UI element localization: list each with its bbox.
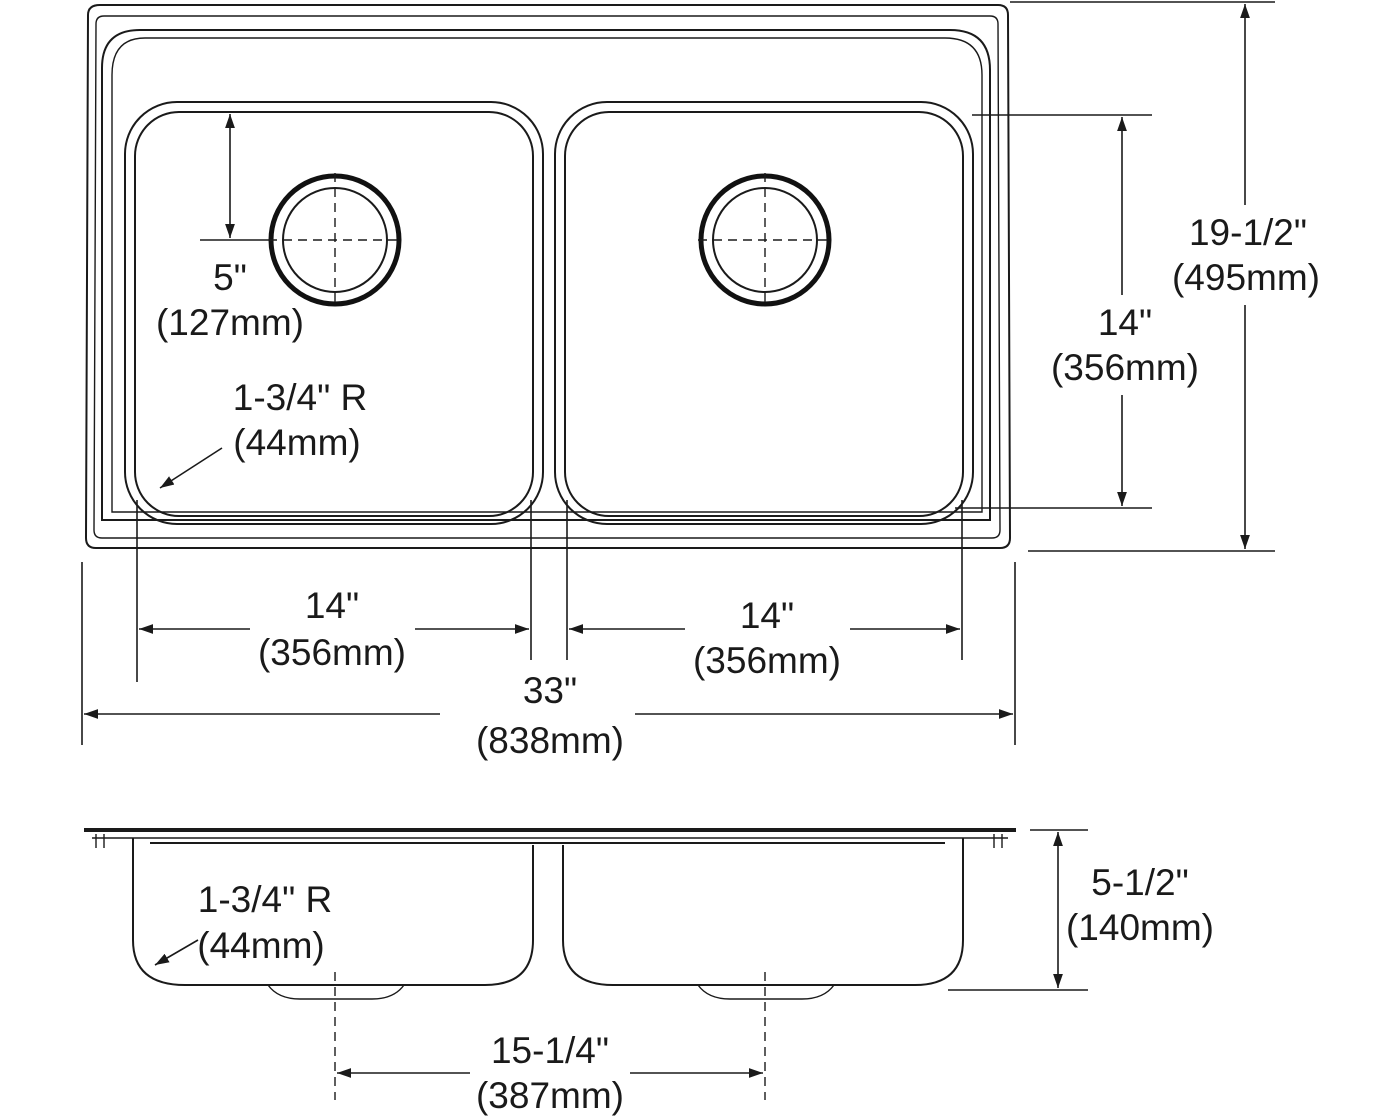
bowl-depth-inches: 14" — [1098, 302, 1152, 343]
side-depth-inches: 5-1/2" — [1091, 862, 1188, 903]
corner-radius-leader — [159, 447, 223, 489]
overall-depth-mm: (495mm) — [1172, 257, 1320, 298]
sink-rim-inner-edge — [93, 15, 1001, 539]
corner-radius-inches: 1-3/4" R — [233, 377, 367, 418]
sink-outer-rim — [84, 4, 1012, 549]
side-left-bowl — [132, 838, 534, 986]
right-bowl-width-mm: (356mm) — [693, 640, 841, 681]
overall-width-inches: 33" — [523, 670, 577, 711]
side-depth-mm: (140mm) — [1066, 907, 1214, 948]
left-bowl-width-mm: (356mm) — [258, 632, 406, 673]
sink-deck-line-2 — [111, 37, 983, 513]
overall-depth-inches: 19-1/2" — [1189, 212, 1307, 253]
side-corner-radius-inches: 1-3/4" R — [198, 879, 332, 920]
bowl-depth-mm: (356mm) — [1051, 347, 1199, 388]
drain-spacing-mm: (387mm) — [476, 1075, 624, 1116]
side-right-bowl — [562, 838, 964, 986]
right-bowl-inner — [564, 111, 964, 517]
drain-offset-inches: 5" — [213, 257, 247, 298]
side-corner-radius-mm: (44mm) — [197, 925, 324, 966]
left-bowl-width-inches: 14" — [305, 585, 359, 626]
corner-radius-mm: (44mm) — [233, 422, 360, 463]
right-bowl-outer — [554, 101, 974, 525]
drain-offset-mm: (127mm) — [156, 302, 304, 343]
side-view: 1-3/4" R (44mm) 5-1/2" (140mm) 15-1/4" (… — [84, 828, 1214, 1120]
left-drain-icon — [268, 173, 402, 307]
right-bowl-width-inches: 14" — [740, 595, 794, 636]
top-view: 5" (127mm) 1-3/4" R (44mm) 14" (356mm) 1… — [81, 1, 1322, 763]
drain-spacing-inches: 15-1/4" — [491, 1030, 609, 1071]
left-bowl-outer — [124, 101, 544, 525]
right-drain-icon — [698, 173, 832, 307]
sink-deck-line — [101, 29, 991, 521]
overall-width-mm: (838mm) — [476, 720, 624, 761]
left-bowl-inner — [134, 111, 534, 517]
side-corner-radius-leader — [154, 939, 199, 966]
